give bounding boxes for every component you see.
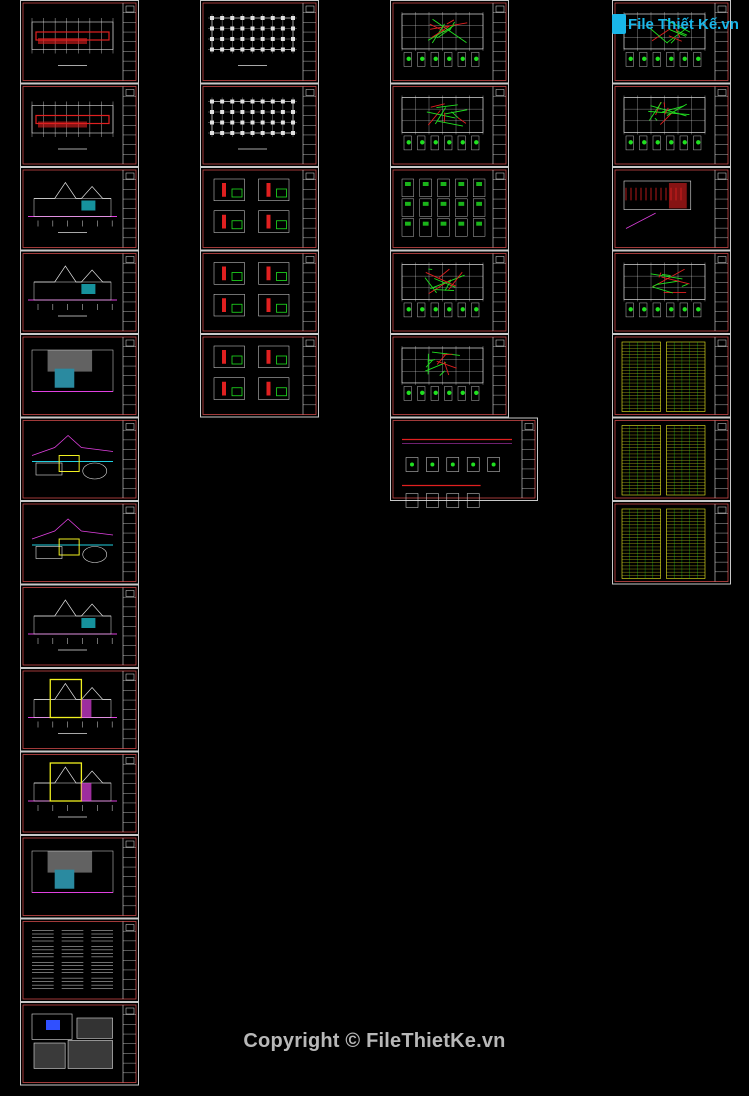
drawing-sheet[interactable] (20, 334, 139, 418)
drawing-sheet[interactable] (612, 334, 731, 418)
drawing-sheet[interactable] (390, 83, 509, 167)
drawing-sheet[interactable] (200, 0, 319, 84)
drawing-sheet[interactable] (200, 167, 319, 251)
drawing-sheet[interactable] (20, 0, 139, 84)
drawing-sheet[interactable] (20, 835, 139, 919)
drawing-sheet[interactable] (390, 334, 509, 418)
logo-mark-icon (612, 14, 626, 34)
drawing-sheet[interactable] (20, 751, 139, 835)
drawing-sheet[interactable] (20, 584, 139, 668)
drawing-sheet[interactable] (612, 0, 731, 84)
drawing-sheet[interactable] (612, 167, 731, 251)
drawing-sheet[interactable] (390, 417, 538, 508)
drawing-sheet[interactable] (20, 83, 139, 167)
drawing-sheet[interactable] (20, 417, 139, 501)
drawing-sheet[interactable] (612, 250, 731, 334)
column-2 (200, 0, 319, 418)
drawing-sheet[interactable] (200, 334, 319, 418)
drawing-sheet[interactable] (390, 250, 509, 334)
drawing-sheet[interactable] (20, 918, 139, 1002)
drawing-sheet[interactable] (200, 250, 319, 334)
drawing-sheet[interactable] (20, 167, 139, 251)
drawing-sheet[interactable] (612, 501, 731, 585)
logo-text: File Thiết Kế.vn (628, 16, 739, 33)
column-1 (20, 0, 139, 1086)
column-3 (390, 0, 538, 508)
drawing-sheet[interactable] (200, 83, 319, 167)
column-4 (612, 0, 731, 585)
drawing-sheet[interactable] (390, 167, 509, 251)
drawing-sheet[interactable] (20, 250, 139, 334)
drawing-sheet[interactable] (20, 668, 139, 752)
drawing-sheet[interactable] (390, 0, 509, 84)
drawing-sheet[interactable] (612, 83, 731, 167)
copyright-watermark: Copyright © FileThietKe.vn (243, 1030, 506, 1052)
filethietke-logo: File Thiết Kế.vn (612, 10, 739, 40)
drawing-sheet[interactable] (20, 1002, 139, 1086)
drawing-sheet[interactable] (20, 501, 139, 585)
drawing-sheet[interactable] (612, 417, 731, 501)
